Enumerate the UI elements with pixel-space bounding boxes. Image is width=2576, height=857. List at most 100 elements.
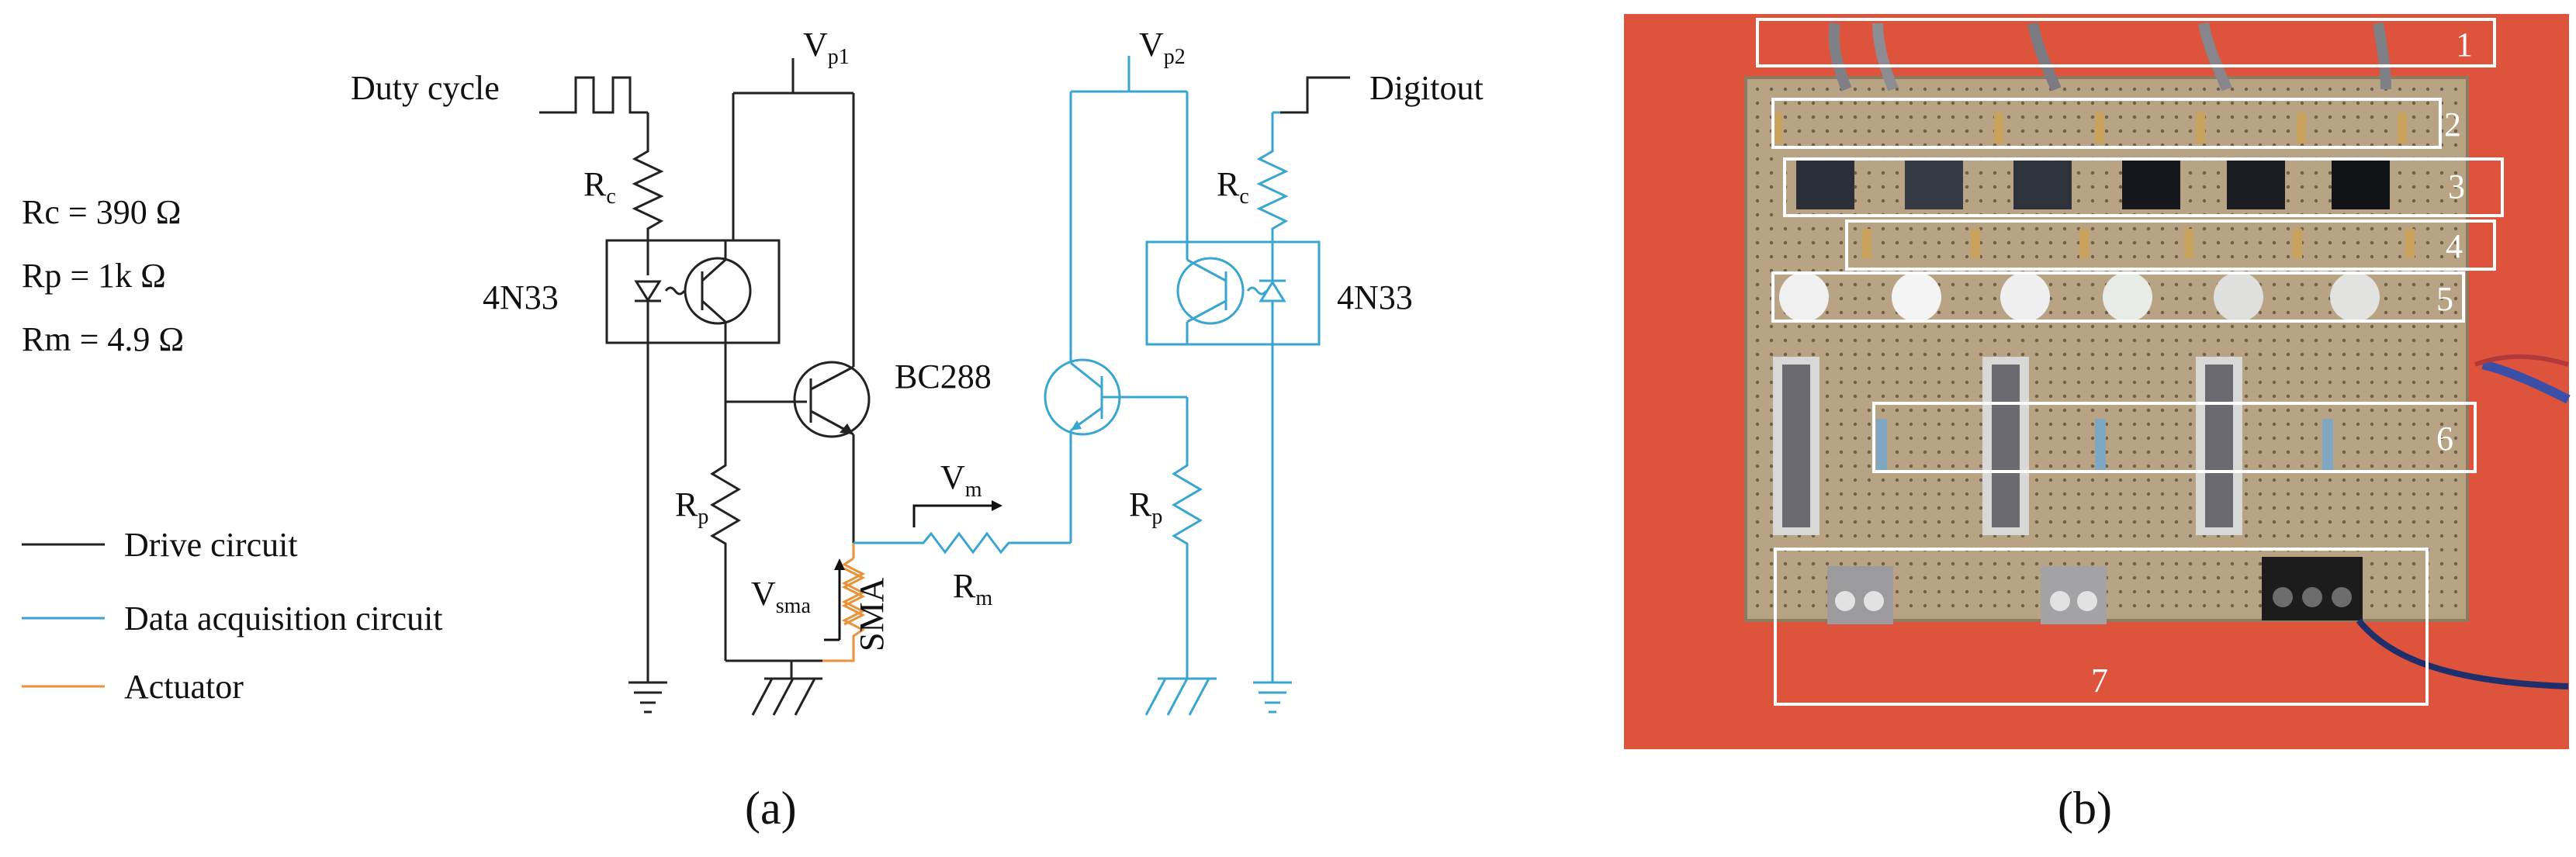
perfboard-hole	[2453, 548, 2458, 552]
annotation-box-7	[1774, 548, 2429, 706]
perfboard-hole	[1993, 310, 1997, 315]
perfboard-hole	[2286, 101, 2290, 105]
perfboard-hole	[2188, 589, 2193, 594]
perfboard-hole	[2230, 338, 2235, 343]
perfboard-hole	[1783, 240, 1788, 245]
perfboard-hole	[1979, 506, 1983, 510]
perfboard-hole	[1923, 254, 1927, 259]
perfboard-hole	[2034, 575, 2039, 580]
perfboard-hole	[1755, 436, 1760, 441]
perfboard-hole	[2118, 240, 2123, 245]
perfboard-hole	[2439, 450, 2444, 454]
perfboard-hole	[1965, 240, 1969, 245]
perfboard-hole	[1881, 87, 1885, 92]
perfboard-hole	[2412, 589, 2416, 594]
perfboard-hole	[1755, 575, 1760, 580]
perfboard-hole	[2314, 226, 2318, 231]
perfboard-hole	[2384, 129, 2388, 133]
perfboard-hole	[1825, 478, 1830, 482]
perfboard-hole	[2258, 324, 2263, 329]
perfboard-hole	[2370, 101, 2374, 105]
perfboard-hole	[1867, 171, 1871, 175]
perfboard-hole	[2342, 380, 2346, 385]
annotation-label-6: 6	[2436, 420, 2453, 458]
perfboard-hole	[2356, 534, 2360, 538]
perfboard-hole	[1965, 520, 1969, 524]
perfboard-hole	[2118, 129, 2123, 133]
perfboard-hole	[2398, 506, 2402, 510]
perfboard-hole	[2384, 254, 2388, 259]
perfboard-hole	[2286, 464, 2290, 468]
perfboard-hole	[1853, 436, 1858, 441]
perfboard-hole	[1853, 534, 1858, 538]
perfboard-hole	[2384, 520, 2388, 524]
perfboard-hole	[1755, 185, 1760, 189]
perfboard-hole	[1811, 603, 1816, 608]
perfboard-hole	[1769, 548, 1774, 552]
perfboard-hole	[2384, 464, 2388, 468]
perfboard-hole	[2048, 324, 2053, 329]
perfboard-hole	[1951, 450, 1955, 454]
perfboard-hole	[1979, 408, 1983, 413]
perfboard-hole	[2188, 478, 2193, 482]
perfboard-hole	[2314, 352, 2318, 357]
perfboard-hole	[2356, 338, 2360, 343]
perfboard-hole	[2034, 408, 2039, 413]
perfboard-hole	[2160, 478, 2165, 482]
perfboard-hole	[2076, 520, 2081, 524]
perfboard-hole	[2146, 450, 2151, 454]
perfboard-hole	[1937, 506, 1941, 510]
perfboard-hole	[2118, 408, 2123, 413]
perfboard-hole	[2412, 129, 2416, 133]
perfboard-hole	[2342, 240, 2346, 245]
perfboard-hole	[2412, 534, 2416, 538]
perfboard-hole	[2118, 87, 2123, 92]
perfboard-hole	[2244, 492, 2249, 496]
perfboard-hole	[2090, 129, 2095, 133]
perfboard-hole	[1769, 338, 1774, 343]
perfboard-hole	[2398, 450, 2402, 454]
perfboard-hole	[2370, 436, 2374, 441]
perfboard-hole	[1951, 226, 1955, 231]
perfboard-hole	[1881, 310, 1885, 315]
perfboard-hole	[2118, 115, 2123, 119]
perfboard-hole	[2286, 478, 2290, 482]
perfboard-hole	[2048, 282, 2053, 287]
perfboard-hole	[1979, 422, 1983, 427]
perfboard-hole	[2244, 380, 2249, 385]
perfboard-hole	[2412, 296, 2416, 301]
perfboard-hole	[1881, 115, 1885, 119]
perfboard-hole	[1895, 520, 1899, 524]
perfboard-hole	[2174, 478, 2179, 482]
perfboard-hole	[2425, 534, 2430, 538]
perfboard-hole	[1909, 254, 1913, 259]
perfboard-hole	[2216, 101, 2221, 105]
perfboard-hole	[2244, 394, 2249, 399]
perfboard-hole	[2398, 562, 2402, 566]
perfboard-hole	[1965, 478, 1969, 482]
perfboard-hole	[2104, 310, 2109, 315]
perfboard-hole	[2244, 520, 2249, 524]
perfboard-hole	[2034, 324, 2039, 329]
perfboard-hole	[2453, 380, 2458, 385]
perfboard-hole	[2356, 422, 2360, 427]
perfboard-hole	[2286, 520, 2290, 524]
perfboard-hole	[1923, 366, 1927, 371]
perfboard-hole	[2034, 464, 2039, 468]
perfboard-hole	[2188, 366, 2193, 371]
perfboard-hole	[1993, 338, 1997, 343]
perfboard-hole	[1853, 380, 1858, 385]
perfboard-hole	[2076, 464, 2081, 468]
perfboard-hole	[2453, 296, 2458, 301]
perfboard-hole	[2034, 492, 2039, 496]
perfboard-hole	[2258, 562, 2263, 566]
perfboard-hole	[2272, 87, 2277, 92]
perfboard-hole	[2048, 101, 2053, 105]
perfboard-hole	[1993, 562, 1997, 566]
perfboard-hole	[1797, 226, 1802, 231]
perfboard-hole	[2062, 436, 2067, 441]
perfboard-hole	[2314, 408, 2318, 413]
perfboard-hole	[2202, 589, 2207, 594]
perfboard-hole	[2188, 562, 2193, 566]
perfboard-hole	[1993, 282, 1997, 287]
